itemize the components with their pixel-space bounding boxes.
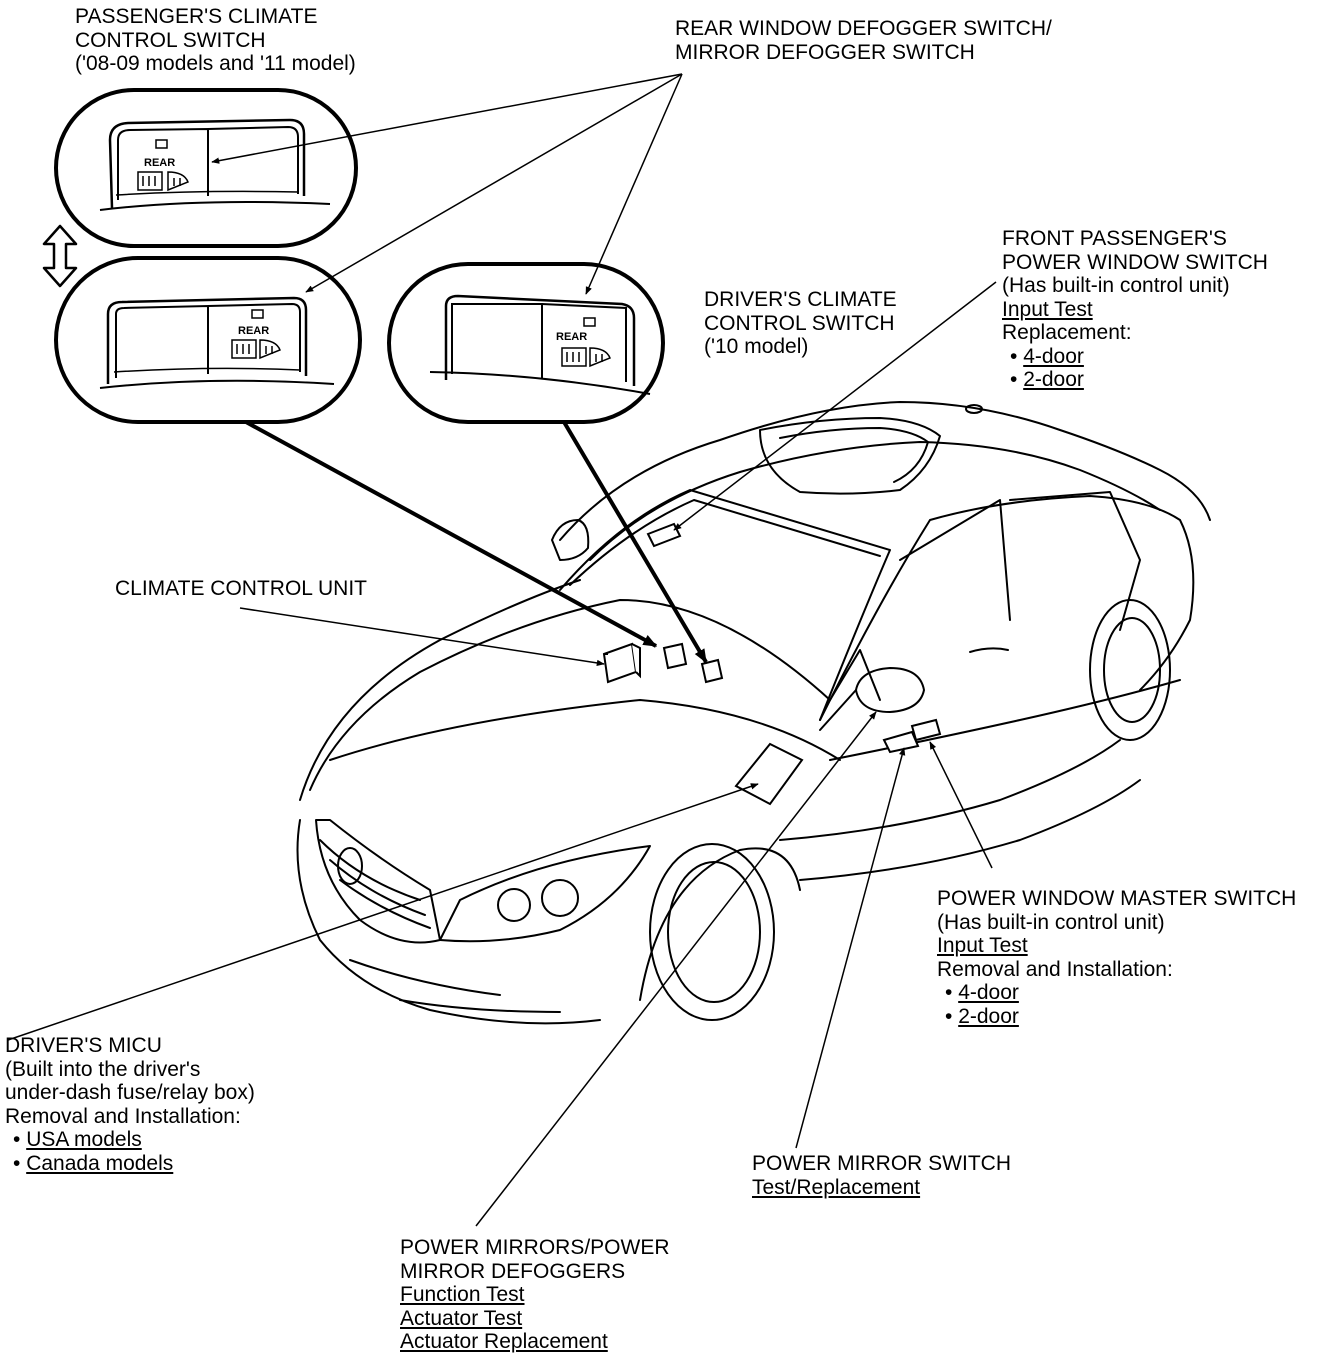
master-switch-note: (Has built-in control unit) — [937, 910, 1165, 934]
driver-micu-label: DRIVER'S MICU (Built into the driver's u… — [5, 1034, 255, 1175]
passenger-climate-note: ('08-09 models and '11 model) — [75, 52, 356, 75]
passenger-switch-callout — [54, 88, 358, 248]
climate-unit-label: CLIMATE CONTROL UNIT — [115, 577, 367, 601]
micu-usa-link[interactable]: USA models — [26, 1128, 142, 1151]
function-test-link[interactable]: Function Test — [400, 1283, 525, 1306]
micu-canada-link[interactable]: Canada models — [26, 1151, 174, 1175]
actuator-replacement-link[interactable]: Actuator Replacement — [400, 1330, 608, 1353]
passenger-switch-pointer — [245, 420, 658, 648]
driver-switch-pointer — [562, 420, 708, 664]
passenger-climate-title-2: CONTROL SWITCH — [75, 28, 266, 52]
front-pass-replacement: Replacement: — [1002, 321, 1132, 344]
master-removal: Removal and Installation: — [937, 957, 1173, 981]
leader-lines — [7, 73, 997, 1227]
front-pass-4door-link[interactable]: 4-door — [1023, 344, 1084, 368]
front-pass-window-title-1: FRONT PASSENGER'S — [1002, 227, 1227, 250]
driver-micu-title: DRIVER'S MICU — [5, 1034, 162, 1057]
master-input-test-link[interactable]: Input Test — [937, 934, 1028, 957]
driver-micu-note-1: (Built into the driver's — [5, 1057, 201, 1081]
mirror-switch-label: POWER MIRROR SWITCH Test/Replacement — [752, 1152, 1011, 1199]
front-pass-window-label: FRONT PASSENGER'S POWER WINDOW SWITCH (H… — [1002, 227, 1268, 392]
driver-switch-callout — [387, 262, 665, 424]
driver-climate-note: ('10 model) — [704, 335, 809, 358]
power-mirrors-title-1: POWER MIRRORS/POWER — [400, 1236, 670, 1259]
power-mirrors-title-2: MIRROR DEFOGGERS — [400, 1259, 626, 1283]
driver-climate-label: DRIVER'S CLIMATE CONTROL SWITCH ('10 mod… — [704, 288, 897, 359]
driver-climate-title-2: CONTROL SWITCH — [704, 311, 895, 335]
rear-defogger-title-2: MIRROR DEFOGGER SWITCH — [675, 40, 975, 64]
master-switch-title: POWER WINDOW MASTER SWITCH — [937, 887, 1297, 910]
front-pass-window-title-2: POWER WINDOW SWITCH — [1002, 250, 1268, 274]
mirror-switch-title: POWER MIRROR SWITCH — [752, 1152, 1011, 1175]
passenger-climate-label: PASSENGER'S CLIMATE CONTROL SWITCH ('08-… — [75, 5, 356, 76]
driver-micu-note-2: under-dash fuse/relay box) — [5, 1081, 255, 1104]
actuator-test-link[interactable]: Actuator Test — [400, 1306, 523, 1330]
passenger-climate-title-1: PASSENGER'S CLIMATE — [75, 5, 318, 28]
power-mirrors-label: POWER MIRRORS/POWER MIRROR DEFOGGERS Fun… — [400, 1236, 670, 1354]
passenger-switch-rear-text: REAR — [144, 157, 175, 169]
rear-defogger-title-1: REAR WINDOW DEFOGGER SWITCH/ — [675, 17, 1052, 40]
master-switch-label: POWER WINDOW MASTER SWITCH (Has built-in… — [937, 887, 1296, 1028]
car-components — [602, 522, 942, 806]
driver-climate-title-1: DRIVER'S CLIMATE — [704, 288, 897, 311]
front-pass-window-note: (Has built-in control unit) — [1002, 274, 1230, 297]
master-2door-link[interactable]: 2-door — [958, 1004, 1019, 1028]
double-arrow-icon — [42, 224, 78, 288]
rear-defogger-label: REAR WINDOW DEFOGGER SWITCH/ MIRROR DEFO… — [675, 17, 1052, 64]
driver-switch-rear-text: REAR — [556, 331, 587, 343]
driver-micu-removal: Removal and Installation: — [5, 1104, 241, 1128]
passenger-alt-rear-text: REAR — [238, 325, 269, 337]
passenger-switch-callout-alt — [54, 256, 362, 424]
master-4door-link[interactable]: 4-door — [958, 981, 1019, 1004]
front-pass-input-test-link[interactable]: Input Test — [1002, 297, 1093, 321]
defogger-icon — [137, 171, 189, 192]
front-pass-2door-link[interactable]: 2-door — [1023, 368, 1084, 391]
climate-unit-title: CLIMATE CONTROL UNIT — [115, 577, 368, 600]
mirror-test-replacement-link[interactable]: Test/Replacement — [752, 1175, 921, 1199]
